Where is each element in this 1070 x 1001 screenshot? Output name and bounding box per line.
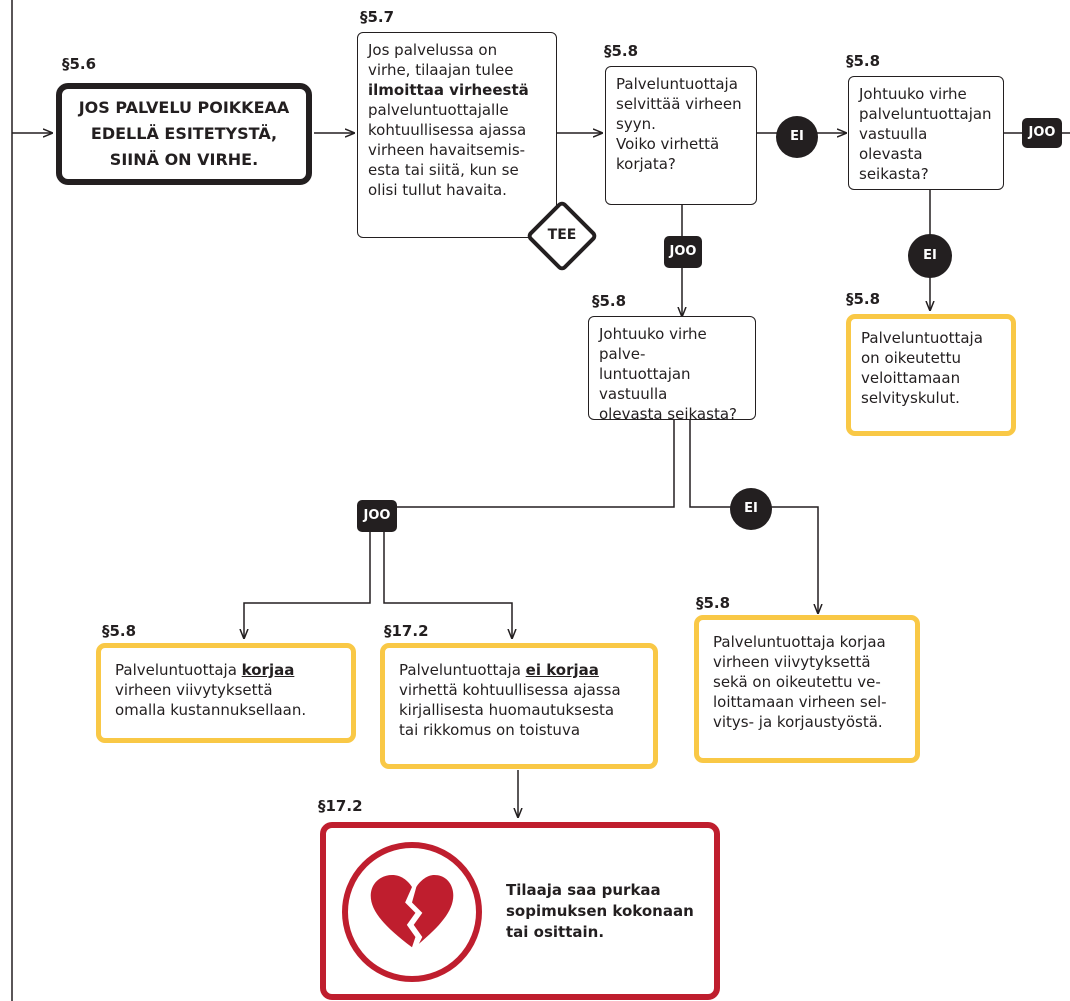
investigate-line: Palveluntuottaja <box>616 75 738 93</box>
section-label: §17.2 <box>384 622 429 640</box>
broken-heart-badge <box>342 842 482 982</box>
no-fix-line: virhettä kohtuullisessa ajassa <box>399 681 621 699</box>
cause-line: Johtuuko virhe <box>859 85 967 103</box>
notify-line: kohtuullisessa ajassa <box>368 121 527 139</box>
cause-line: vastuulla olevasta <box>859 125 928 163</box>
no-fix-line: kirjallisesta huomautuksesta <box>399 701 615 719</box>
fix-charge-line: loittamaan virheen sel- <box>713 693 887 711</box>
notify-line: esta tai siitä, kun se <box>368 161 519 179</box>
no-fix-text: Palveluntuottaja <box>399 661 526 679</box>
section-label: §5.8 <box>846 52 881 70</box>
decision-no: EI <box>908 234 952 278</box>
charge-line: on oikeutettu <box>861 349 962 367</box>
investigate-line: Voiko virhettä <box>616 135 720 153</box>
fix-charge-line: sekä on oikeutettu ve- <box>713 673 881 691</box>
cause-line: seikasta? <box>859 165 929 183</box>
cause-line: luntuottajan vastuulla <box>599 365 691 403</box>
no-fix-line: Palveluntuottaja ei korjaa <box>399 660 639 680</box>
fix-charge-line: vitys- ja korjaustyöstä. <box>713 713 883 731</box>
decision-yes: JOO <box>357 500 397 532</box>
charge-line: veloittamaan <box>861 369 961 387</box>
decision-no: EI <box>776 116 818 158</box>
fix-own-line: virheen viivytyksettä <box>115 681 273 699</box>
notify-line-bold: ilmoittaa virheestä <box>368 81 529 99</box>
notify-line: virheen havaitsemis- <box>368 141 526 159</box>
charge-box: Palveluntuottaja on oikeutettu veloittam… <box>846 314 1016 436</box>
charge-line: selvityskulut. <box>861 389 960 407</box>
investigate-box: Palveluntuottaja selvittää virheen syyn.… <box>605 66 757 205</box>
terminate-text: Tilaaja saa purkaa sopimuksen kokonaan t… <box>506 880 694 943</box>
cause-line: Johtuuko virhe palve- <box>599 325 707 363</box>
terminate-line: Tilaaja saa purkaa <box>506 881 661 899</box>
notify-line: virhe, tilaajan tulee <box>368 61 514 79</box>
investigate-line: syyn. <box>616 115 656 133</box>
tee-label: TEE <box>547 227 577 243</box>
start-box: JOS PALVELU POIKKEAA EDELLÄ ESITETYSTÄ, … <box>56 83 312 185</box>
broken-heart-icon <box>370 875 454 948</box>
terminate-box: Tilaaja saa purkaa sopimuksen kokonaan t… <box>320 822 720 1000</box>
section-label: §5.8 <box>846 290 881 308</box>
investigate-line: korjata? <box>616 155 676 173</box>
decision-no: EI <box>730 488 772 530</box>
section-label: §5.8 <box>604 42 639 60</box>
section-label: §5.6 <box>62 55 97 73</box>
decision-yes: JOO <box>1022 118 1062 148</box>
fix-own-text: Palveluntuottaja <box>115 661 242 679</box>
fix-own-cost-box: Palveluntuottaja korjaa virheen viivytyk… <box>96 643 356 743</box>
notify-line: Jos palvelussa on <box>368 41 498 59</box>
section-label: §5.7 <box>360 8 395 26</box>
fix-own-line: omalla kustannuksellaan. <box>115 701 307 719</box>
section-label: §17.2 <box>318 797 363 815</box>
section-label: §5.8 <box>102 622 137 640</box>
start-line: EDELLÄ ESITETYSTÄ, <box>90 124 278 143</box>
cause-box-center: Johtuuko virhe palve- luntuottajan vastu… <box>588 316 756 423</box>
notify-line: olisi tullut havaita. <box>368 181 507 199</box>
fix-emphasis: korjaa <box>241 661 295 679</box>
investigate-line: selvittää virheen <box>616 95 742 113</box>
fix-and-charge-box: Palveluntuottaja korjaa virheen viivytyk… <box>694 615 920 763</box>
cause-box-right: Johtuuko virhe palveluntuottajan vastuul… <box>848 76 1004 190</box>
terminate-line: sopimuksen kokonaan <box>506 902 694 920</box>
decision-yes: JOO <box>664 236 702 268</box>
notify-line: palveluntuottajalle <box>368 101 509 119</box>
notify-box: Jos palvelussa on virhe, tilaajan tulee … <box>357 32 557 238</box>
fix-own-line: Palveluntuottaja korjaa <box>115 660 337 680</box>
cause-line: olevasta seikasta? <box>599 405 737 423</box>
no-fix-emphasis: ei korjaa <box>525 661 599 679</box>
no-fix-box: Palveluntuottaja ei korjaa virhettä koht… <box>380 643 658 769</box>
section-label: §5.8 <box>592 292 627 310</box>
charge-line: Palveluntuottaja <box>861 329 983 347</box>
section-label: §5.8 <box>696 594 731 612</box>
fix-charge-line: Palveluntuottaja korjaa <box>713 633 886 651</box>
start-line: JOS PALVELU POIKKEAA <box>78 98 290 117</box>
fix-charge-line: virheen viivytyksettä <box>713 653 871 671</box>
cause-line: palveluntuottajan <box>859 105 992 123</box>
start-line: SIINÄ ON VIRHE. <box>109 150 259 169</box>
no-fix-line: tai rikkomus on toistuva <box>399 721 581 739</box>
terminate-line: tai osittain. <box>506 923 605 941</box>
